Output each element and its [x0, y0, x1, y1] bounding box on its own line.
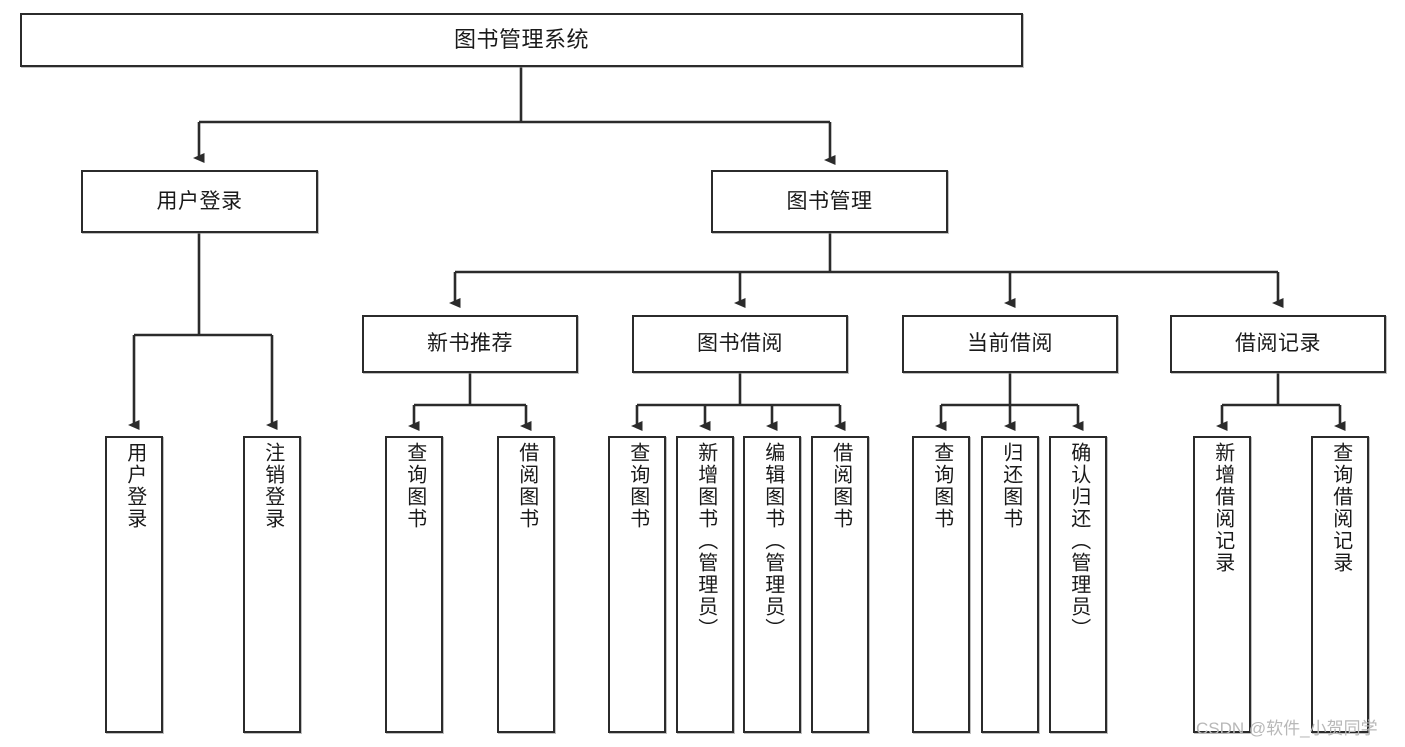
node-label: 新增借阅记录 — [1211, 442, 1234, 574]
node-label: 当前借阅 — [967, 332, 1053, 356]
node-label: 借阅图书 — [829, 442, 852, 530]
leaf-record-add-record[interactable]: 新增借阅记录 — [1193, 436, 1251, 733]
node-current-borrow[interactable]: 当前借阅 — [902, 315, 1118, 373]
node-label: 编辑图书（管理员） — [761, 442, 784, 640]
node-label: 确认归还（管理员） — [1067, 442, 1090, 640]
leaf-record-query-record[interactable]: 查询借阅记录 — [1311, 436, 1369, 733]
node-user-login[interactable]: 用户登录 — [81, 170, 318, 233]
leaf-borrow-query-book[interactable]: 查询图书 — [608, 436, 666, 733]
node-book-borrow[interactable]: 图书借阅 — [632, 315, 848, 373]
node-label: 查询图书 — [626, 442, 649, 530]
leaf-user-logout[interactable]: 注销登录 — [243, 436, 301, 733]
node-borrow-record[interactable]: 借阅记录 — [1170, 315, 1386, 373]
node-label: 用户登录 — [123, 442, 146, 530]
node-label: 注销登录 — [261, 442, 284, 530]
leaf-current-return-book[interactable]: 归还图书 — [981, 436, 1039, 733]
leaf-current-query-book[interactable]: 查询图书 — [912, 436, 970, 733]
node-label: 图书管理 — [786, 189, 873, 213]
leaf-borrow-edit-book[interactable]: 编辑图书（管理员） — [743, 436, 801, 733]
node-label: 新增图书（管理员） — [694, 442, 717, 640]
node-label: 查询借阅记录 — [1329, 442, 1352, 574]
node-label: 用户登录 — [156, 189, 243, 213]
node-label: 图书借阅 — [697, 332, 783, 356]
leaf-borrow-borrow-book[interactable]: 借阅图书 — [811, 436, 869, 733]
node-label: 图书管理系统 — [453, 26, 589, 52]
node-root-system[interactable]: 图书管理系统 — [20, 13, 1023, 67]
leaf-user-login[interactable]: 用户登录 — [105, 436, 163, 733]
node-label: 新书推荐 — [427, 332, 513, 356]
node-label: 借阅记录 — [1235, 332, 1321, 356]
node-label: 借阅图书 — [515, 442, 538, 530]
node-label: 归还图书 — [999, 442, 1022, 530]
watermark-text: CSDN @软件_小贺同学 — [1196, 719, 1378, 738]
leaf-borrow-add-book[interactable]: 新增图书（管理员） — [676, 436, 734, 733]
node-book-management[interactable]: 图书管理 — [711, 170, 948, 233]
node-new-book-recommend[interactable]: 新书推荐 — [362, 315, 578, 373]
leaf-newbook-query-book[interactable]: 查询图书 — [385, 436, 443, 733]
node-label: 查询图书 — [930, 442, 953, 530]
leaf-newbook-borrow-book[interactable]: 借阅图书 — [497, 436, 555, 733]
node-label: 查询图书 — [403, 442, 426, 530]
leaf-current-confirm-return[interactable]: 确认归还（管理员） — [1049, 436, 1107, 733]
